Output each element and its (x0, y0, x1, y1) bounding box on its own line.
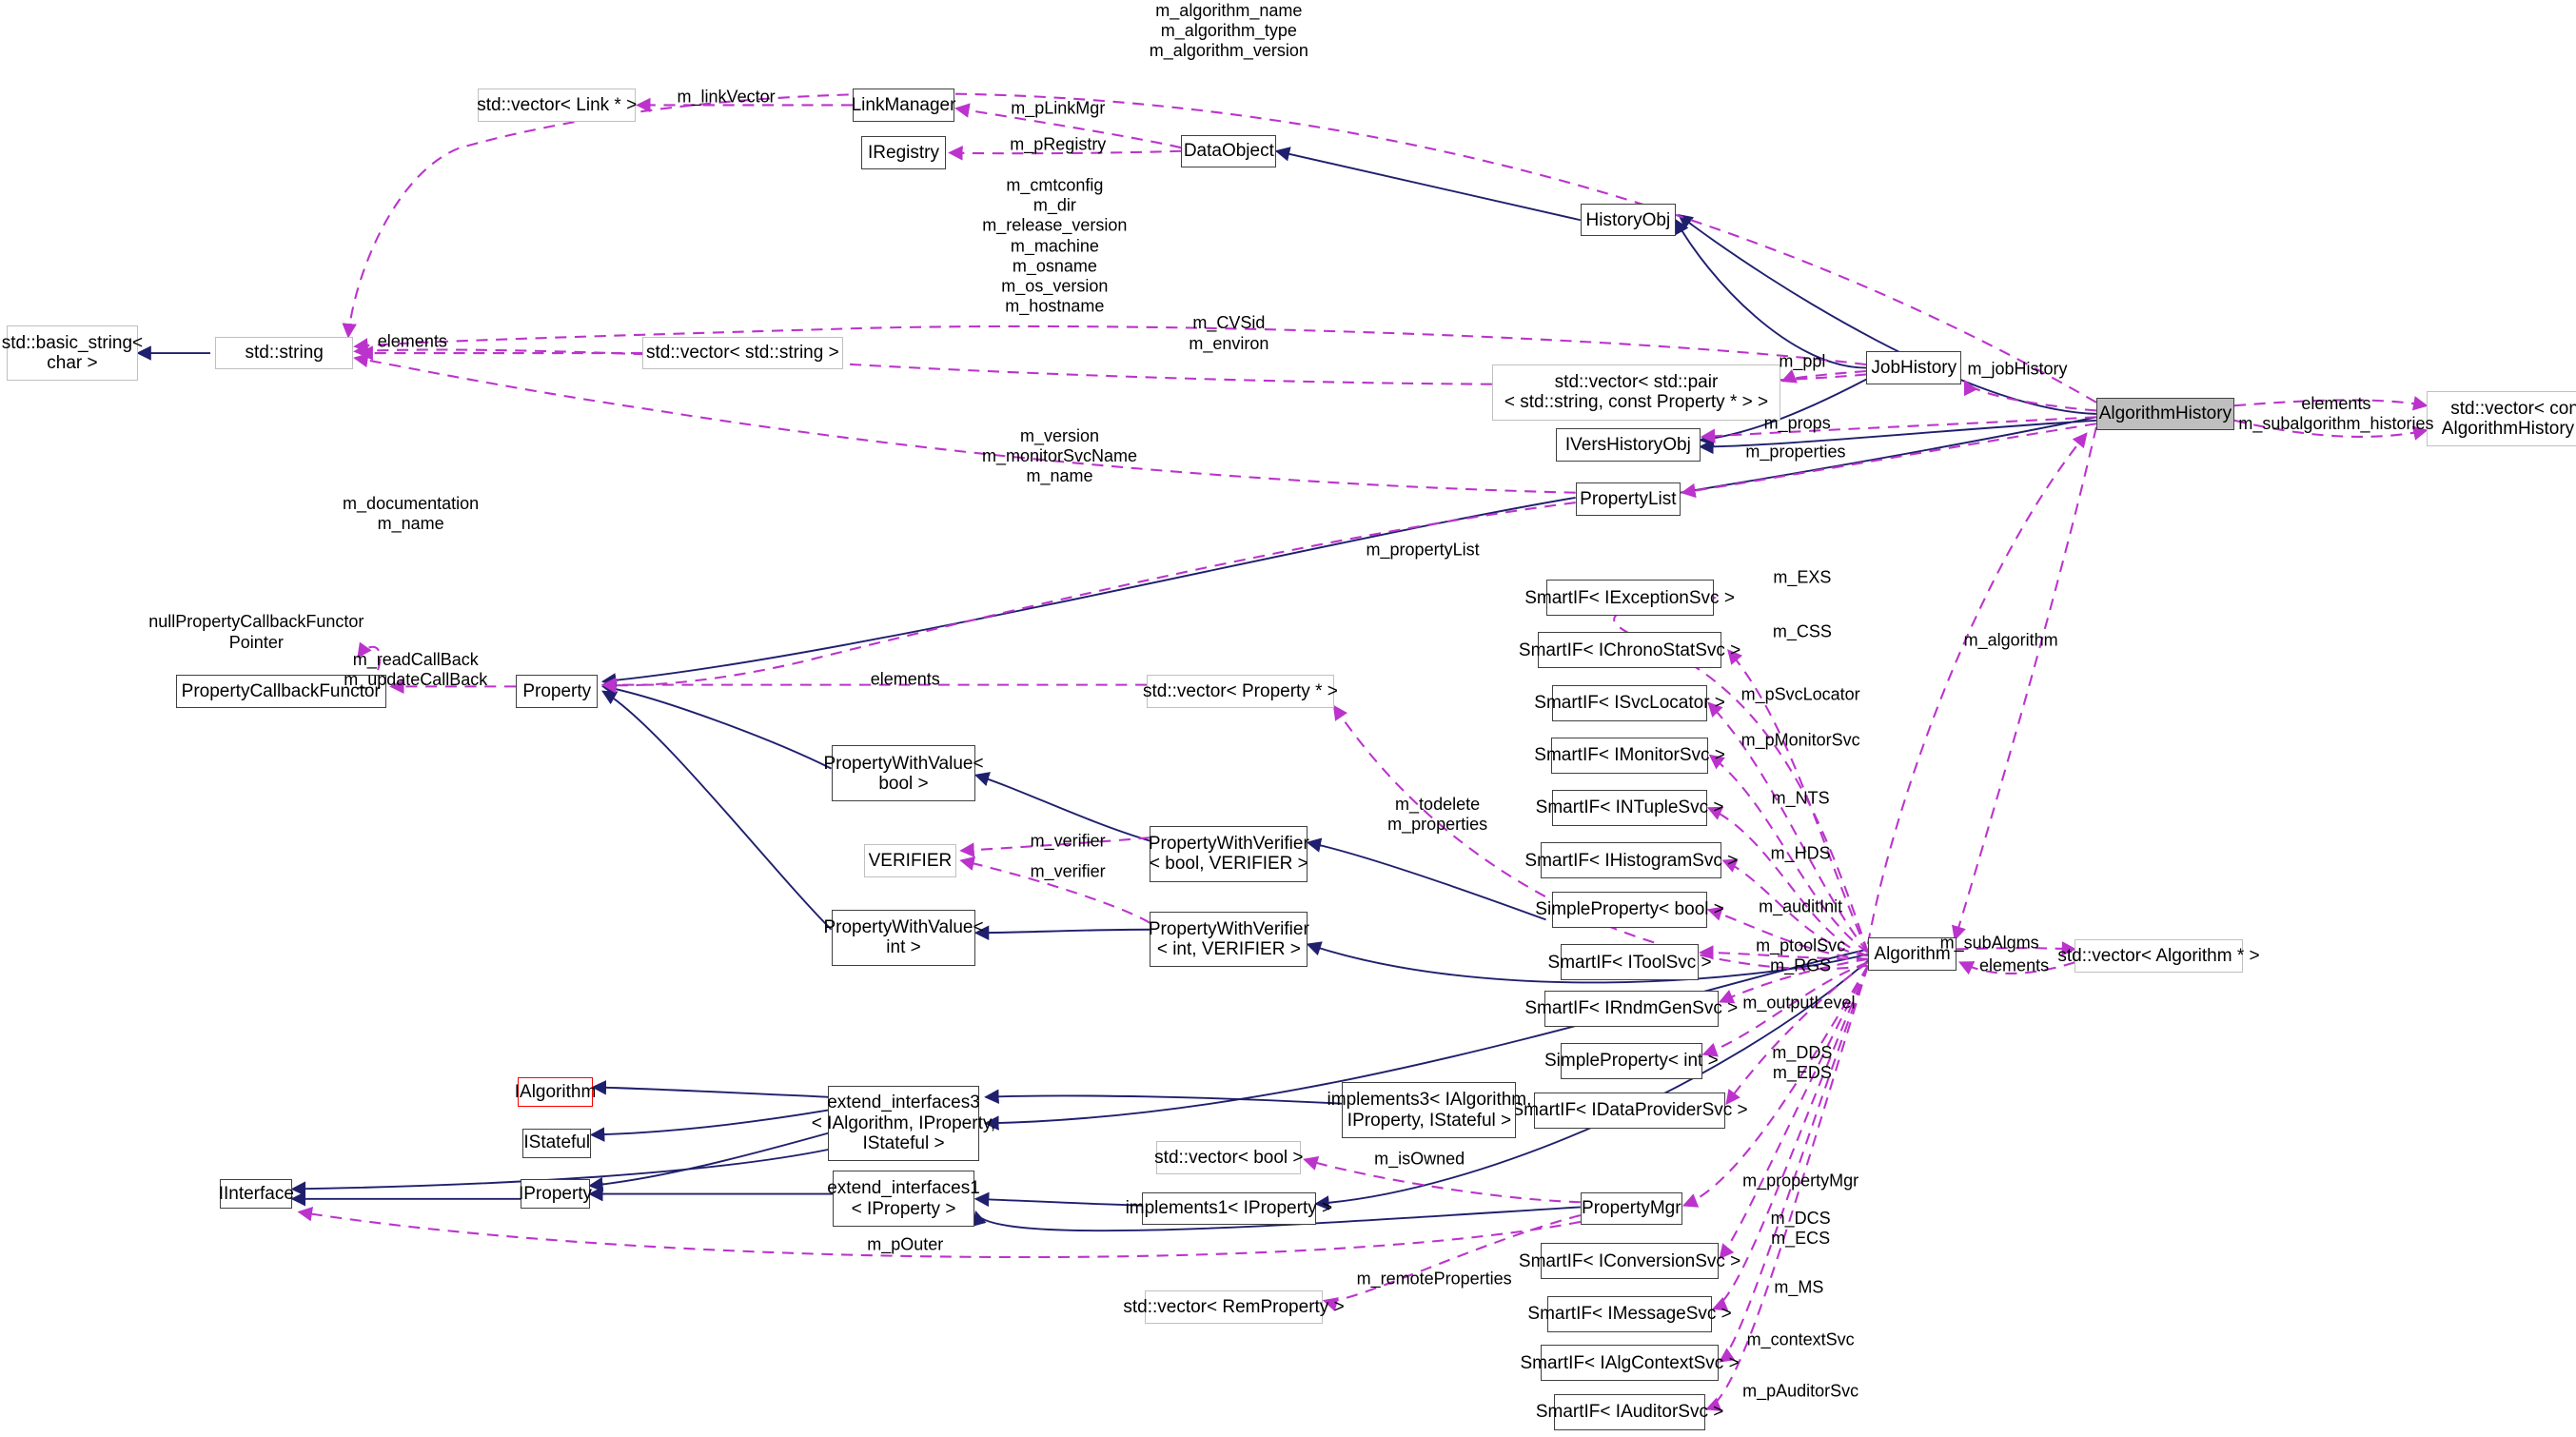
class-node-smartif_histo[interactable]: SmartIF< IHistogramSvc > (1524, 842, 1738, 879)
class-node-propertylist[interactable]: PropertyList (1575, 482, 1681, 516)
class-node-smartif_rndm[interactable]: SmartIF< IRndmGenSvc > (1524, 990, 1738, 1027)
class-node-smartif_exception[interactable]: SmartIF< IExceptionSvc > (1524, 580, 1735, 617)
edge-label-cvsid: m_CVSid m_environ (1189, 313, 1269, 353)
edge-label-psvclocator: m_pSvcLocator (1740, 684, 1860, 704)
class-node-smartif_tool[interactable]: SmartIF< IToolSvc > (1548, 944, 1712, 981)
edge-label-pouter: m_pOuter (867, 1234, 944, 1254)
class-node-istateful[interactable]: IStateful (521, 1128, 592, 1158)
class-node-smartif_msg[interactable]: SmartIF< IMessageSvc > (1527, 1295, 1732, 1332)
class-node-pwv_int[interactable]: PropertyWithValue< int > (823, 910, 984, 966)
edge-label-ms: m_MS (1774, 1277, 1824, 1297)
edge-label-algo_name_type_ver: m_algorithm_name m_algorithm_type m_algo… (1149, 0, 1308, 61)
class-node-jobhistory[interactable]: JobHistory (1866, 351, 1962, 384)
edge-label-props: m_props (1763, 413, 1831, 433)
class-node-property_callback[interactable]: PropertyCallbackFunctor (175, 675, 386, 708)
edge-label-isowned: m_isOwned (1374, 1149, 1465, 1169)
edge-label-pauditorsvc: m_pAuditorSvc (1742, 1381, 1859, 1401)
edge-label-hds: m_HDS (1770, 843, 1831, 863)
edge-label-rgs: m_RGS (1770, 955, 1832, 975)
class-node-smartif_ntuple[interactable]: SmartIF< INTupleSvc > (1536, 790, 1723, 827)
class-node-extend1[interactable]: extend_interfaces1 < IProperty > (827, 1171, 980, 1228)
edge-label-exs: m_EXS (1773, 567, 1832, 587)
class-node-pwv_bool[interactable]: PropertyWithValue< bool > (823, 745, 984, 802)
edge-label-verifier2: m_verifier (1030, 861, 1106, 881)
class-node-propertymgr[interactable]: PropertyMgr (1580, 1191, 1682, 1226)
edge-label-auditinit: m_auditInit (1759, 896, 1843, 915)
class-node-dataobject[interactable]: DataObject (1181, 134, 1277, 167)
class-node-simpleprop_int[interactable]: SimpleProperty< int > (1544, 1042, 1719, 1079)
edge-label-todelete: m_todelete m_properties (1387, 794, 1488, 834)
class-node-simpleprop_bool[interactable]: SimpleProperty< bool > (1535, 892, 1724, 929)
edge-label-css: m_CSS (1772, 621, 1832, 641)
edge-label-elements3: elements (870, 669, 940, 689)
class-node-smartif_dataprov[interactable]: SmartIF< IDataProviderSvc > (1512, 1092, 1748, 1129)
edge-label-outputlevel: m_outputLevel (1742, 993, 1856, 1013)
edge-label-elements1: elements (377, 331, 447, 351)
class-node-vector_property[interactable]: std::vector< Property * > (1143, 675, 1338, 708)
class-node-pwver_int[interactable]: PropertyWithVerifier < int, VERIFIER > (1149, 911, 1309, 968)
class-node-std_string[interactable]: std::string (215, 336, 354, 370)
class-node-algorithm[interactable]: Algorithm (1867, 937, 1957, 971)
edge-label-propertylist_lbl: m_propertyList (1366, 540, 1480, 560)
edge-label-pmonitorsvc: m_pMonitorSvc (1740, 730, 1860, 750)
edge-label-properties: m_properties (1745, 441, 1846, 461)
edge-label-ppl: m_ppl (1779, 351, 1826, 371)
class-node-vector_link[interactable]: std::vector< Link * > (477, 89, 637, 122)
class-node-algorithmhistory[interactable]: AlgorithmHistory (2095, 397, 2234, 431)
class-node-smartif_monitor[interactable]: SmartIF< IMonitorSvc > (1534, 737, 1725, 774)
class-node-linkmanager[interactable]: LinkManager (852, 89, 955, 122)
class-node-smartif_conv[interactable]: SmartIF< IConversionSvc > (1519, 1243, 1740, 1280)
class-node-historyobj[interactable]: HistoryObj (1580, 203, 1676, 237)
class-node-implements1[interactable]: implements1< IProperty > (1126, 1191, 1332, 1226)
edge-label-ptoolsvc: m_ptoolSvc (1756, 935, 1846, 955)
class-node-vector_string[interactable]: std::vector< std::string > (642, 336, 843, 370)
edge-label-nullptr_lbl: nullPropertyCallbackFunctor Pointer (148, 612, 364, 652)
edge-label-elements4: elements (1979, 955, 2050, 975)
edge-label-documentation: m_documentation m_name (343, 493, 480, 534)
edge-label-elements2: elements m_subalgorithm_histories (2238, 393, 2434, 433)
class-node-vector_bool[interactable]: std::vector< bool > (1154, 1141, 1304, 1174)
class-node-smartif_algctx[interactable]: SmartIF< IAlgContextSvc > (1520, 1345, 1740, 1382)
edge-label-pregistry: m_pRegistry (1010, 134, 1107, 154)
edge-label-contextsvc: m_contextSvc (1746, 1329, 1855, 1349)
class-node-vector_pair[interactable]: std::vector< std::pair < std::string, co… (1491, 364, 1781, 421)
class-node-vector_algorithm[interactable]: std::vector< Algorithm * > (2057, 939, 2260, 973)
class-node-extend3[interactable]: extend_interfaces3 < IAlgorithm, IProper… (812, 1085, 995, 1162)
edge-label-algorithm_lbl: m_algorithm (1963, 630, 2058, 650)
edge-label-dds_eds: m_DDS m_EDS (1772, 1042, 1833, 1082)
edge-label-remoteprops: m_remoteProperties (1356, 1269, 1512, 1289)
class-node-vector_remprop[interactable]: std::vector< RemProperty > (1123, 1290, 1345, 1324)
edge-label-verifier1: m_verifier (1030, 830, 1106, 850)
edge-label-jobhistory_lbl: m_jobHistory (1967, 359, 2068, 379)
class-node-iproperty[interactable]: IProperty (519, 1179, 592, 1210)
class-node-pwver_bool[interactable]: PropertyWithVerifier < bool, VERIFIER > (1149, 826, 1309, 882)
class-node-iversshistoryobj[interactable]: IVersHistoryObj (1555, 428, 1701, 462)
edge-label-dcs_ecs: m_DCS m_ECS (1770, 1208, 1831, 1248)
class-node-property[interactable]: Property (516, 675, 599, 708)
class-node-iinterface[interactable]: IInterface (219, 1179, 294, 1210)
class-node-implements3[interactable]: implements3< IAlgorithm, IProperty, ISta… (1327, 1082, 1531, 1138)
edge-label-version_block: m_version m_monitorSvcName m_name (981, 425, 1138, 486)
usage-edges (297, 92, 2429, 1411)
class-node-iregistry[interactable]: IRegistry (860, 136, 947, 169)
class-node-smartif_svcloc[interactable]: SmartIF< ISvcLocator > (1534, 684, 1725, 721)
class-node-basic_string[interactable]: std::basic_string< char > (2, 325, 143, 382)
class-node-smartif_auditor[interactable]: SmartIF< IAuditorSvc > (1536, 1394, 1723, 1431)
class-node-verifier[interactable]: VERIFIER (864, 844, 956, 877)
edge-label-readcallback: m_readCallBack m_updateCallBack (344, 649, 488, 690)
edge-label-plinkmgr: m_pLinkMgr (1011, 98, 1106, 118)
edge-label-subalgms: m_subAlgms (1939, 932, 2039, 952)
class-node-vector_const_ah[interactable]: std::vector< const AlgorithmHistory * > (2426, 390, 2576, 447)
class-node-smartif_chrono[interactable]: SmartIF< IChronoStatSvc > (1519, 632, 1740, 669)
edge-label-propertymgr_lbl: m_propertyMgr (1742, 1171, 1859, 1191)
edge-label-cmtblock: m_cmtconfig m_dir m_release_version m_ma… (982, 175, 1128, 316)
edge-label-linkvector: m_linkVector (677, 87, 776, 107)
edge-label-nts: m_NTS (1771, 788, 1830, 808)
class-node-ialgorithm[interactable]: IAlgorithm (515, 1077, 596, 1108)
